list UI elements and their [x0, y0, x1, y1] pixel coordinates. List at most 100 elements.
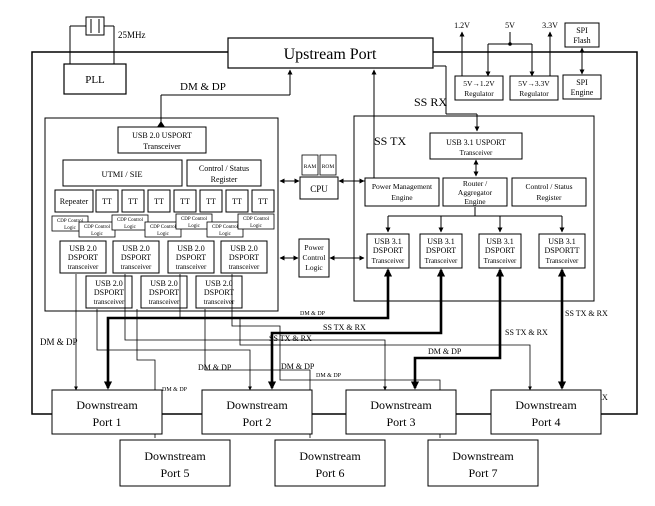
usb3-ds2-line3: Transceiver — [425, 257, 458, 265]
cdp-3-line2: Logic — [124, 225, 136, 230]
ds3-line1: Downstream — [370, 398, 432, 412]
power-management-engine — [364, 177, 440, 207]
usb3-ds2-line2: DSPORT — [426, 246, 456, 255]
ds5-line1: Downstream — [144, 449, 206, 463]
ss-tx-rx-routing — [103, 268, 567, 390]
usb3-dsport-transceiver-4 — [538, 233, 586, 269]
cdp-5-line2: Logic — [188, 224, 200, 229]
usb3-dsport-transceiver-2 — [419, 233, 463, 269]
cdp-control-logic-5 — [175, 213, 213, 230]
usb3-ctrl-line1: Control / Status — [525, 182, 572, 191]
router-line3: Engine — [464, 197, 486, 206]
usb2-ctrl-line1: Control / Status — [199, 164, 249, 173]
voltage-1v2-label: 1.2V — [454, 21, 470, 30]
ss-tx-rx-label-1: SS TX & RX — [323, 323, 366, 332]
voltage-3v3-label: 3.3V — [542, 21, 558, 30]
ds7-line2: Port 7 — [468, 466, 497, 480]
usb2-ds1-line2: DSPORT — [68, 253, 98, 262]
dm-dp-label-small-1: DM & DP — [300, 311, 326, 317]
tt-label-3: TT — [154, 197, 164, 206]
pcl-line2: Control — [303, 253, 326, 262]
usb2-ds6-line3: transceiver — [149, 298, 180, 306]
usb2-dsport-transceiver-1 — [59, 240, 107, 274]
dm-dp-upstream-label: DM & DP — [180, 81, 226, 93]
downstream-port-5 — [119, 439, 231, 487]
utmi-sie-label: UTMI / SIE — [101, 169, 142, 179]
spi-engine-block — [562, 74, 602, 100]
usb2-ds6-line2: DSPORT — [149, 288, 179, 297]
usb3-ds1-line3: Transceiver — [372, 257, 405, 265]
regulator-3v3-block — [509, 75, 559, 101]
rom-block — [319, 154, 337, 176]
ds6-line1: Downstream — [299, 449, 361, 463]
ds5-line2: Port 5 — [160, 466, 189, 480]
downstream-port-7 — [427, 439, 539, 487]
router-line2: Aggregator — [458, 188, 493, 197]
ss-tx-label: SS TX — [374, 134, 406, 148]
tt-label-2: TT — [128, 197, 138, 206]
router-aggregator-engine — [442, 177, 508, 207]
tt-block-4 — [173, 189, 197, 213]
usb2-ds3-line1: USB 2.0 — [177, 244, 205, 253]
usb2-ds2-line3: transceiver — [121, 263, 152, 271]
usb3-ds3-line1: USB 3.1 — [486, 237, 514, 246]
usb3-ds3-line2: DSPORT — [485, 246, 515, 255]
cdp-6-line2: Logic — [219, 232, 231, 237]
tt-label-4: TT — [180, 197, 190, 206]
pm-line2: Engine — [391, 193, 413, 202]
usb2-ds1-line3: transceiver — [68, 263, 99, 271]
usb3-ctrl-line2: Register — [537, 193, 562, 202]
cdp-4-line1: CDP Control — [150, 225, 177, 230]
dm-dp-label-left: DM & DP — [40, 337, 78, 347]
dm-dp-label-mid: DM & DP — [281, 362, 315, 371]
usb3-usport-line2: Transceiver — [460, 149, 493, 157]
upstream-port-label: Upstream Port — [284, 46, 377, 63]
usb3-usport-line1: USB 3.1 USPORT — [446, 138, 506, 147]
downstream-port-4 — [490, 389, 602, 435]
dm-dp-label-small-3: DM & DP — [162, 387, 188, 393]
voltage-5v-label: 5V — [505, 21, 515, 30]
usb2-ds5-line1: USB 2.0 — [95, 279, 123, 288]
pcl-line3: Logic — [305, 263, 323, 272]
regulator-3v3-line2: Regulator — [519, 89, 549, 98]
regulator-1v2-line2: Regulator — [464, 89, 494, 98]
dm-dp-label-small-2: DM & DP — [316, 373, 342, 379]
tt-block-7 — [251, 189, 275, 213]
usb3-ds2-line1: USB 3.1 — [427, 237, 455, 246]
downstream-port-3 — [345, 389, 457, 435]
ds2-line1: Downstream — [226, 398, 288, 412]
usb3-ds4-line3: Transceiver — [546, 257, 579, 265]
spi-engine-line1: SPI — [576, 78, 588, 87]
ds7-line1: Downstream — [452, 449, 514, 463]
usb2-usport-line1: USB 2.0 USPORT — [132, 131, 192, 140]
tt-block-6 — [225, 189, 249, 213]
usb2-dsport-transceiver-2 — [112, 240, 160, 274]
router-line1: Router / — [463, 179, 488, 188]
tt-block-5 — [199, 189, 223, 213]
cdp-1-line2: Logic — [64, 226, 76, 231]
dm-dp-label-right: DM & DP — [428, 347, 462, 356]
usb3-dsport-transceiver-3 — [478, 233, 522, 269]
tt-block-1 — [95, 189, 119, 213]
regulator-1v2-block — [454, 75, 504, 101]
regulator-3v3-line1: 5V→3.3V — [518, 79, 550, 88]
tt-label-1: TT — [102, 197, 112, 206]
tt-label-5: TT — [206, 197, 216, 206]
usb2-ds4-line1: USB 2.0 — [230, 244, 258, 253]
usb3-control-status-register — [511, 177, 587, 207]
usb2-ds2-line1: USB 2.0 — [122, 244, 150, 253]
cdp-control-logic-6 — [206, 221, 244, 238]
tt-label-7: TT — [258, 197, 268, 206]
cdp-3-line1: CDP Control — [117, 218, 144, 223]
crystal-oscillator — [69, 16, 115, 64]
ds4-line2: Port 4 — [531, 415, 560, 429]
cpu-block — [299, 176, 339, 200]
ds2-line2: Port 2 — [242, 415, 271, 429]
usb2-control-status-register — [186, 159, 262, 187]
ss-rx-label: SS RX — [414, 95, 447, 109]
tt-block-2 — [121, 189, 145, 213]
downstream-port-2 — [201, 389, 313, 435]
usb2-usport-line2: Transceiver — [143, 142, 181, 151]
